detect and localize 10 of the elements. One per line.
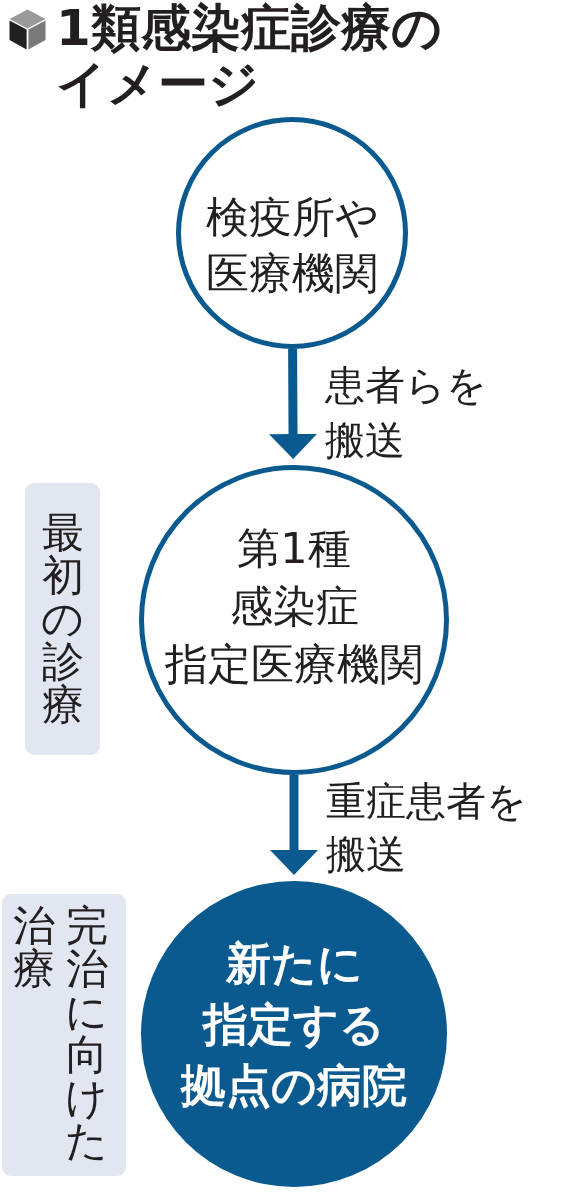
arrow <box>269 349 318 460</box>
edge-label: 患者らを搬送 <box>325 361 487 465</box>
phase-band: 最初の診療 <box>25 483 100 755</box>
edge-label: 重症患者を搬送 <box>326 777 527 879</box>
phase-band: 完治に向けた治療 <box>2 894 126 1176</box>
stage-circle: 第1種感染症指定医療機関 <box>139 465 449 775</box>
title: 1類感染症診療のイメージ <box>56 0 442 112</box>
stage-circle: 検疫所や医療機関 <box>176 117 408 349</box>
stage-disc: 新たに指定する拠点の病院 <box>141 881 447 1187</box>
arrow <box>270 775 318 875</box>
